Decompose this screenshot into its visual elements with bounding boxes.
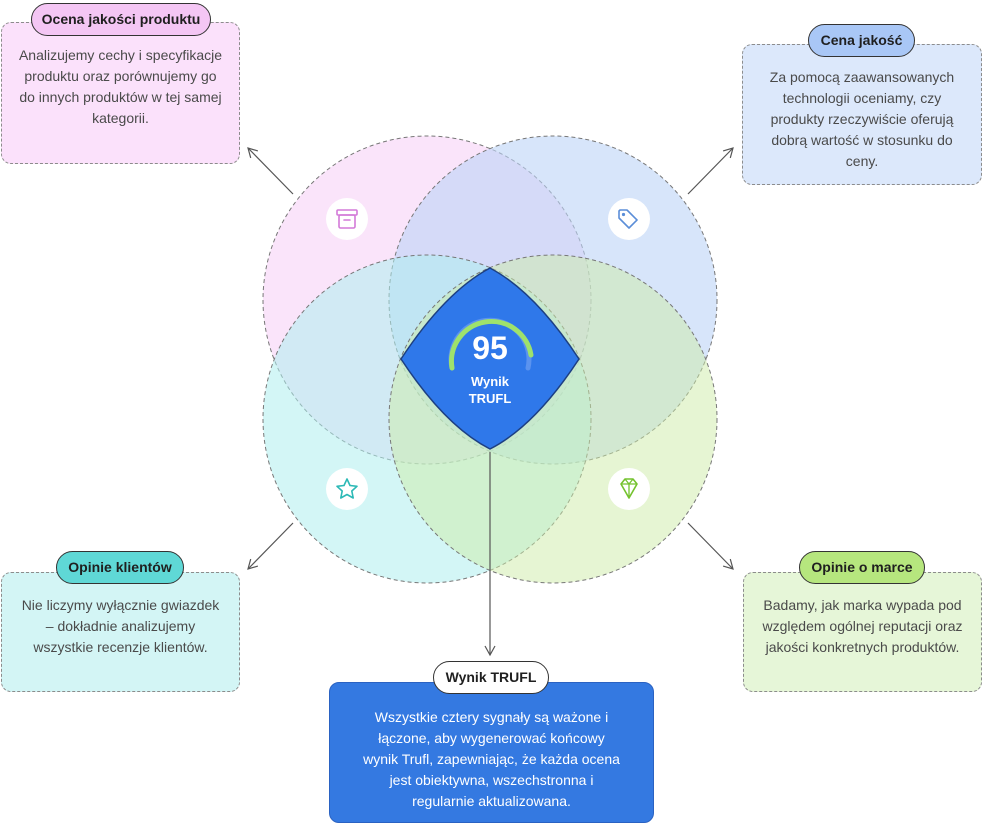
score-label-line1: Wynik <box>471 374 510 389</box>
card-product-quality: Analizujemy cechy i specyfikacje produkt… <box>1 22 240 164</box>
card-result-text: Wszystkie cztery sygnały są ważone i łąc… <box>363 709 620 809</box>
arrow-to-customer-reviews <box>247 522 294 570</box>
arrow-to-price-quality <box>687 147 734 195</box>
star-icon <box>326 468 368 510</box>
arrow-to-brand-reviews <box>687 522 734 570</box>
pill-result: Wynik TRUFL <box>433 661 549 694</box>
pill-customer-reviews: Opinie klientów <box>56 551 184 584</box>
card-product-quality-text: Analizujemy cechy i specyfikacje produkt… <box>18 47 223 126</box>
circle-brand-reviews <box>388 254 718 584</box>
score-value: 95 <box>472 330 508 366</box>
price-tag-icon <box>608 198 650 240</box>
arrow-to-product-quality <box>247 147 294 195</box>
score-gauge-fill <box>448 318 534 371</box>
card-customer-reviews: Nie liczymy wyłącznie gwiazdek – dokładn… <box>1 572 240 692</box>
pill-product-quality: Ocena jakości produktu <box>31 3 211 36</box>
card-customer-reviews-text: Nie liczymy wyłącznie gwiazdek – dokładn… <box>21 597 220 655</box>
card-brand-reviews: Badamy, jak marka wypada pod względem og… <box>743 572 982 692</box>
card-brand-reviews-text: Badamy, jak marka wypada pod względem og… <box>762 597 963 655</box>
score-label-line2: TRUFL <box>469 391 512 406</box>
card-result: Wszystkie cztery sygnały są ważone i łąc… <box>329 682 654 823</box>
pill-price-quality: Cena jakość <box>808 24 915 57</box>
card-price-quality-text: Za pomocą zaawansowanych technologii oce… <box>769 69 955 169</box>
pill-brand-reviews: Opinie o marce <box>799 551 925 584</box>
archive-box-icon <box>326 198 368 240</box>
card-price-quality: Za pomocą zaawansowanych technologii oce… <box>742 44 982 185</box>
diamond-gem-icon <box>608 468 650 510</box>
center-score-shape <box>400 267 580 450</box>
